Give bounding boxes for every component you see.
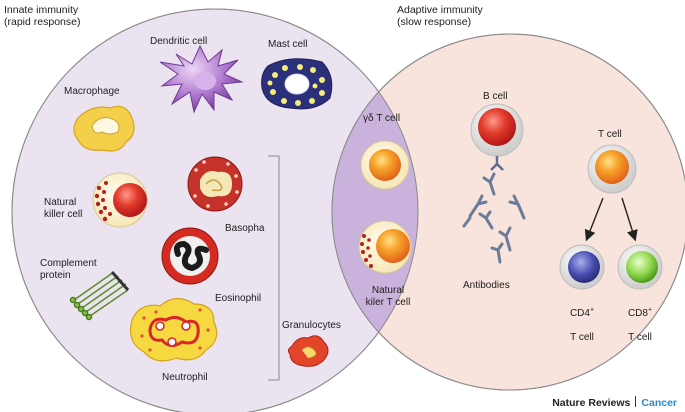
basophil-icon: [187, 156, 243, 212]
arrow-to-cd8: [621, 197, 638, 242]
neutrophil-label: Neutrophil: [162, 372, 208, 383]
journal-name: Nature Reviews: [552, 397, 631, 409]
adaptive-immunity-header: Adaptive immunity (slow response): [397, 4, 483, 28]
cd8-label-sup: +: [647, 306, 653, 314]
cd4-t-cell-icon: [559, 244, 605, 290]
t-cell-icon: [587, 144, 637, 194]
macrophage-label: Macrophage: [64, 86, 120, 97]
cd8-t-cell-label: CD8+ T cell: [618, 296, 662, 344]
dendritic-cell-icon: [159, 44, 244, 114]
cd8-label-sub: T cell: [628, 332, 652, 343]
natural-killer-t-cell-label: Natural kiler T cell: [365, 285, 411, 308]
granulocytes-label: Granulocytes: [282, 320, 341, 331]
eosinophil-label: Eosinophil: [215, 293, 262, 304]
complement-protein-label: Complement protein: [40, 258, 97, 281]
granulocyte-bracket: [268, 155, 280, 381]
natural-killer-t-cell-icon: [358, 220, 412, 274]
mast-cell-icon: [261, 58, 333, 110]
granulocyte-cell-icon: [287, 335, 329, 367]
b-cell-label: B cell: [483, 91, 508, 102]
macrophage-icon: [73, 105, 135, 152]
natural-killer-cell-icon: [92, 172, 148, 228]
natural-killer-cell-label: Natural killer cell: [44, 197, 83, 220]
journal-credit: Nature Reviews Cancer: [552, 396, 677, 409]
cd4-label-sup: +: [589, 306, 595, 314]
antibodies-icon: [462, 172, 526, 264]
b-cell-icon: [470, 103, 524, 171]
mast-cell-label: Mast cell: [268, 39, 308, 50]
cd4-label-sub: T cell: [570, 332, 594, 343]
gamma-delta-t-cell-icon: [360, 140, 410, 190]
antibodies-label: Antibodies: [463, 280, 510, 291]
dendritic-cell-label: Dendritic cell: [150, 36, 208, 47]
complement-protein-icon: [69, 271, 130, 321]
cd8-label-main: CD8: [627, 308, 648, 319]
t-cell-label: T cell: [598, 129, 622, 140]
journal-section: Cancer: [641, 397, 677, 409]
eosinophil-icon: [161, 227, 219, 285]
credit-divider: [635, 396, 637, 407]
basophil-label: Basopha: [225, 223, 265, 234]
arrow-to-cd4: [584, 197, 604, 242]
cd8-t-cell-icon: [617, 244, 663, 290]
innate-immunity-header: Innate immunity (rapid response): [4, 4, 81, 28]
neutrophil-icon: [129, 297, 218, 362]
cd4-label-main: CD4: [569, 308, 590, 319]
cd4-t-cell-label: CD4+ T cell: [560, 296, 604, 344]
gamma-delta-t-cell-label: γδ T cell: [363, 113, 401, 124]
